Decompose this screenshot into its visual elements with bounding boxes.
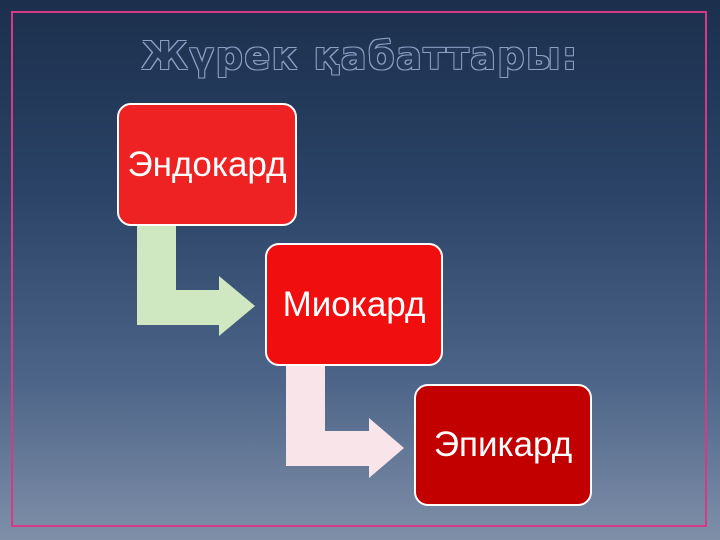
layer-label-myocard: Миокард — [282, 284, 426, 324]
layer-box-myocard: Миокард — [265, 243, 443, 366]
layer-box-endocard: Эндокард — [117, 103, 297, 226]
arrow-myocard-to-epicard — [286, 366, 404, 478]
slide-title: Жүрек қабаттары: — [141, 34, 579, 78]
slide-frame — [11, 11, 707, 527]
arrow-endocard-to-myocard — [137, 226, 255, 336]
layer-label-endocard: Эндокард — [127, 144, 287, 184]
layer-box-epicard: Эпикард — [414, 384, 592, 506]
layer-label-epicard: Эпикард — [433, 425, 573, 464]
